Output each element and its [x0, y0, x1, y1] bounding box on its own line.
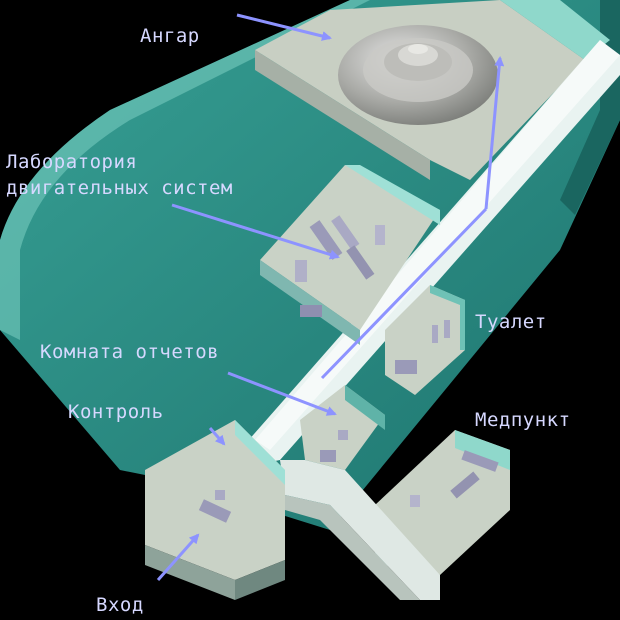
- label-control: Контроль: [68, 401, 164, 423]
- control-entrance-room: [145, 420, 285, 600]
- pointer-arrows: [156, 13, 505, 581]
- arrow-entrance: [156, 533, 200, 581]
- engine-lab-room: [260, 165, 440, 345]
- label-engine-lab-line1: Лаборатория: [6, 151, 138, 173]
- lower-corridor: [280, 460, 440, 600]
- main-corridor: [240, 40, 620, 465]
- arrow-engine-lab: [171, 203, 340, 260]
- label-engine-lab-line2: двигательных систем: [6, 177, 233, 199]
- arrow-hangar: [236, 13, 332, 41]
- arrow-report-room: [227, 371, 337, 416]
- toilet-room: [385, 285, 465, 395]
- label-entrance: Вход: [96, 594, 144, 616]
- label-toilet: Туалет: [475, 311, 547, 333]
- label-report-room: Комната отчетов: [40, 341, 220, 363]
- hangar-room: [255, 0, 610, 180]
- saucer-icon: [338, 25, 498, 125]
- label-medbay: Медпункт: [475, 409, 571, 431]
- arrow-control: [208, 427, 226, 446]
- label-hangar: Ангар: [140, 25, 200, 47]
- arrow-corridor-path: [320, 207, 488, 380]
- arrow-corridor-up: [484, 56, 505, 210]
- report-room: [300, 385, 385, 470]
